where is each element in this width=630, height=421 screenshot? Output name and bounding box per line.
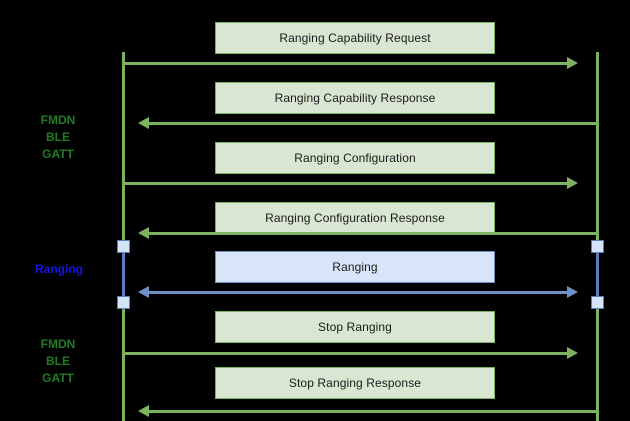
phase-label-bottom: FMDN BLE GATT [40,337,76,385]
message-box-ranging: Ranging [215,251,495,283]
message-arrow-line-ranging [149,291,568,294]
right-lifeline-upper [596,52,599,247]
phase-label-top: FMDN BLE GATT [40,113,76,161]
message-arrow-line-ranging-configuration [125,182,568,185]
phase-label-middle: Ranging [35,262,83,276]
message-box-stop-ranging: Stop Ranging [215,311,495,343]
left-lifeline-upper [122,52,125,247]
message-box-ranging-capability-response: Ranging Capability Response [215,82,495,114]
message-arrow-line-ranging-capability-request [125,62,568,65]
right-activation-square-bottom [591,296,604,309]
message-arrow-line-ranging-capability-response [149,122,596,125]
message-box-stop-ranging-response: Stop Ranging Response [215,367,495,399]
right-activation-bar [596,246,599,302]
message-arrow-head-ranging-configuration [567,177,578,189]
message-box-ranging-configuration: Ranging Configuration [215,142,495,174]
left-lifeline-lower [122,300,125,421]
message-arrow-head-ranging-right [567,286,578,298]
right-activation-square-top [591,240,604,253]
left-activation-bar [122,246,125,302]
message-box-ranging-configuration-response: Ranging Configuration Response [215,202,495,234]
message-arrow-head-ranging-capability-request [567,57,578,69]
message-arrow-head-stop-ranging [567,347,578,359]
message-arrow-line-ranging-configuration-response [149,232,596,235]
message-arrow-line-stop-ranging [125,352,568,355]
left-activation-square-bottom [117,296,130,309]
message-arrow-head-stop-ranging-response [138,405,149,417]
message-arrow-head-ranging-left [138,286,149,298]
message-arrow-head-ranging-configuration-response [138,227,149,239]
message-arrow-line-stop-ranging-response [149,410,596,413]
left-activation-square-top [117,240,130,253]
message-box-ranging-capability-request: Ranging Capability Request [215,22,495,54]
message-arrow-head-ranging-capability-response [138,117,149,129]
right-lifeline-lower [596,300,599,421]
